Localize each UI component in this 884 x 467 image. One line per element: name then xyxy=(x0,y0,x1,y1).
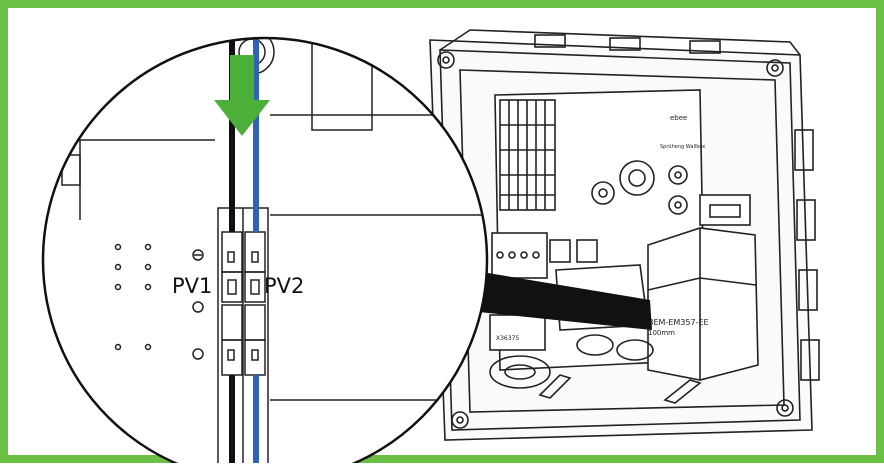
meter-size-label: 100mm xyxy=(648,329,675,337)
wallbox-enclosure xyxy=(429,29,820,441)
logo-label: ebee xyxy=(670,114,687,122)
energy-meter xyxy=(647,227,759,381)
zoom-beam xyxy=(460,270,652,330)
ct-label: X36375 xyxy=(496,335,519,342)
brand-label: Sprüheng Wallbox xyxy=(660,144,705,150)
terminal-block xyxy=(499,99,556,211)
insert-arrow-icon xyxy=(214,55,270,136)
zoom-detail-circle xyxy=(41,36,489,467)
pv1-label: PV1 xyxy=(172,274,212,298)
meter-model-label: BEM-EM357-EE xyxy=(648,318,709,327)
pv2-label: PV2 xyxy=(264,274,304,298)
